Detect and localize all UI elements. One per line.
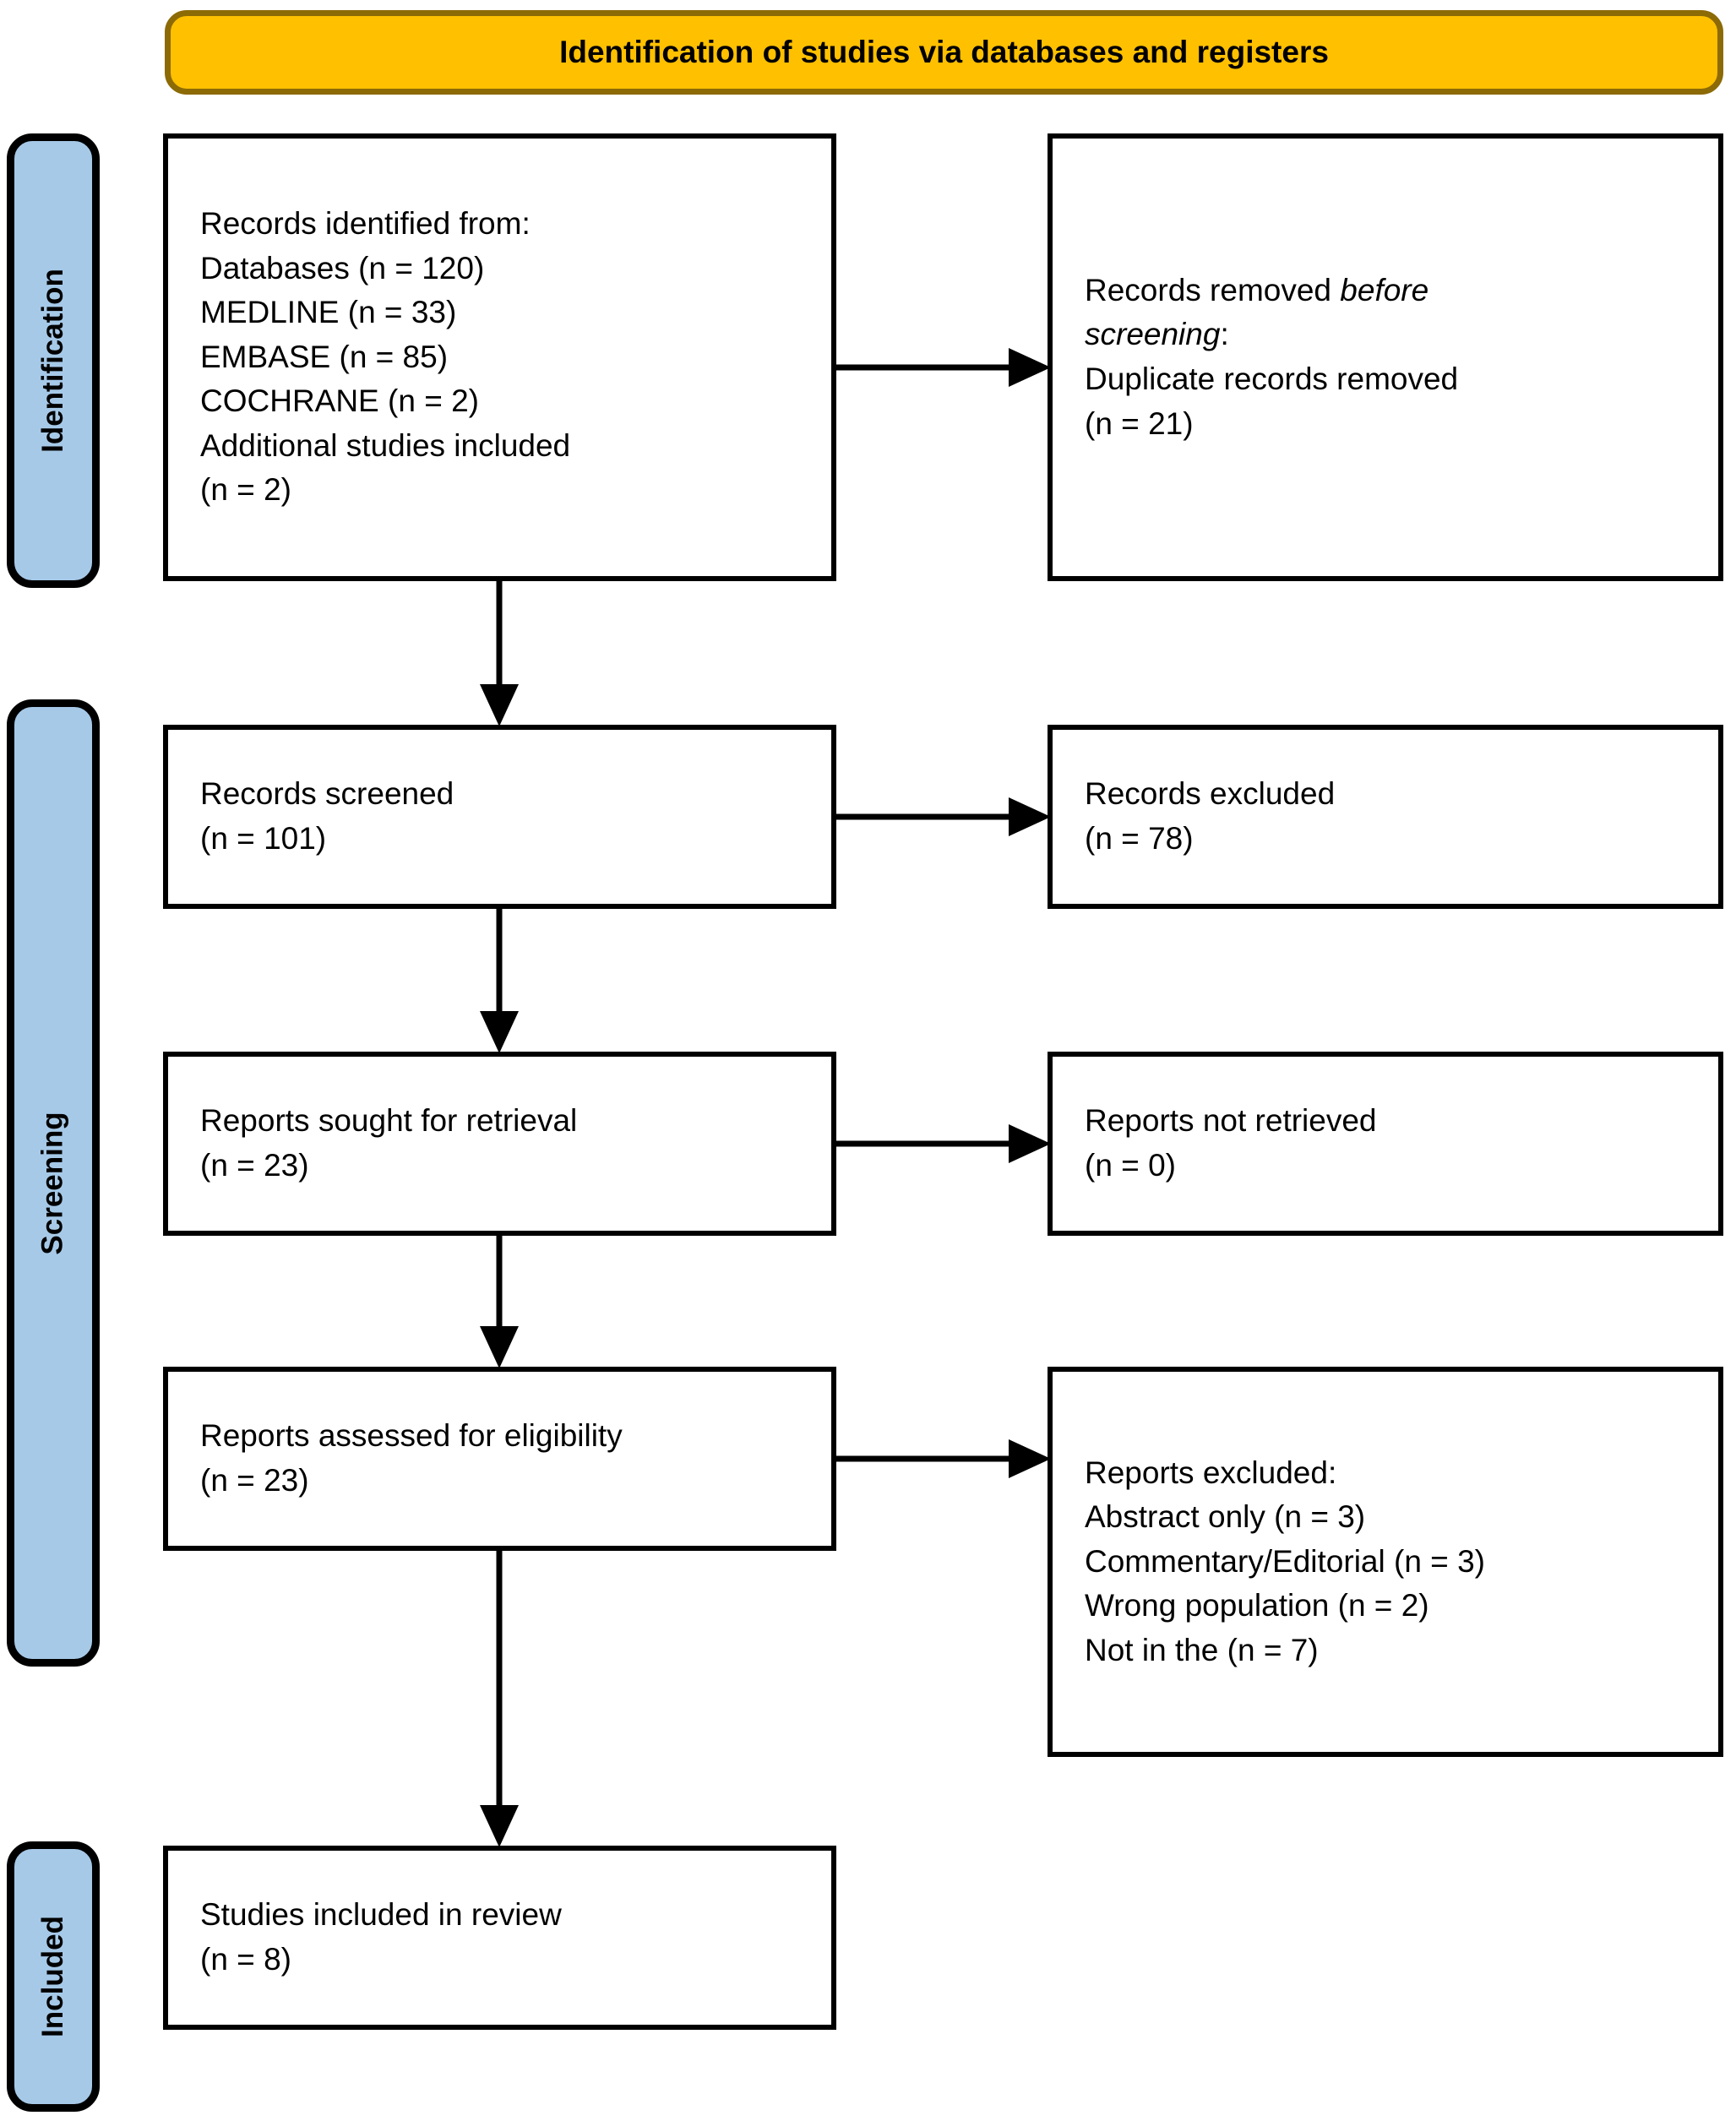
node-records-excluded: Records excluded (n = 78): [1048, 725, 1723, 909]
removed-line2-post: :: [1220, 317, 1229, 352]
stage-label-included: Included: [7, 1841, 100, 2112]
node-reports-excluded-text: Reports excluded: Abstract only (n = 3) …: [1085, 1455, 1485, 1667]
node-reports-not-retrieved: Reports not retrieved (n = 0): [1048, 1052, 1723, 1236]
arrow-assessed-to-included: [480, 1551, 519, 1847]
arrow-screened-to-excluded-records: [836, 797, 1051, 836]
arrow-identified-to-screened: [480, 581, 519, 726]
stage-label-included-text: Included: [36, 1916, 69, 2037]
node-records-identified-text: Records identified from: Databases (n = …: [200, 206, 571, 508]
node-reports-assessed: Reports assessed for eligibility (n = 23…: [163, 1367, 836, 1551]
stage-label-identification-text: Identification: [36, 269, 69, 453]
node-reports-sought-text: Reports sought for retrieval (n = 23): [200, 1103, 578, 1183]
arrow-identified-to-removed: [836, 348, 1051, 387]
node-reports-excluded: Reports excluded: Abstract only (n = 3) …: [1048, 1367, 1723, 1757]
removed-line4: (n = 21): [1085, 405, 1194, 441]
removed-line1-pre: Records removed: [1085, 272, 1341, 307]
node-studies-included: Studies included in review (n = 8): [163, 1846, 836, 2030]
node-reports-sought: Reports sought for retrieval (n = 23): [163, 1052, 836, 1236]
diagram-title: Identification of studies via databases …: [559, 35, 1329, 69]
node-studies-included-text: Studies included in review (n = 8): [200, 1897, 562, 1977]
node-records-removed: Records removed before screening: Duplic…: [1048, 133, 1723, 581]
removed-line1-emphasis: before: [1340, 272, 1429, 307]
node-reports-not-retrieved-text: Reports not retrieved (n = 0): [1085, 1103, 1377, 1183]
removed-line3: Duplicate records removed: [1085, 362, 1459, 396]
node-records-removed-text: Records removed before screening: Duplic…: [1053, 269, 1718, 446]
stage-label-identification: Identification: [7, 133, 100, 588]
node-records-identified: Records identified from: Databases (n = …: [163, 133, 836, 581]
diagram-header-banner: Identification of studies via databases …: [165, 10, 1723, 95]
arrow-sought-to-not-retrieved: [836, 1124, 1051, 1163]
node-reports-assessed-text: Reports assessed for eligibility (n = 23…: [200, 1418, 623, 1498]
stage-label-screening: Screening: [7, 699, 100, 1667]
stage-label-screening-text: Screening: [36, 1111, 70, 1255]
arrow-sought-to-assessed: [480, 1236, 519, 1368]
arrow-screened-to-sought: [480, 909, 519, 1053]
node-records-screened: Records screened (n = 101): [163, 725, 836, 909]
arrow-assessed-to-excluded-reports: [836, 1439, 1051, 1478]
node-records-excluded-text: Records excluded (n = 78): [1085, 776, 1336, 856]
removed-line2-emphasis: screening: [1085, 317, 1221, 352]
node-records-screened-text: Records screened (n = 101): [200, 776, 454, 856]
